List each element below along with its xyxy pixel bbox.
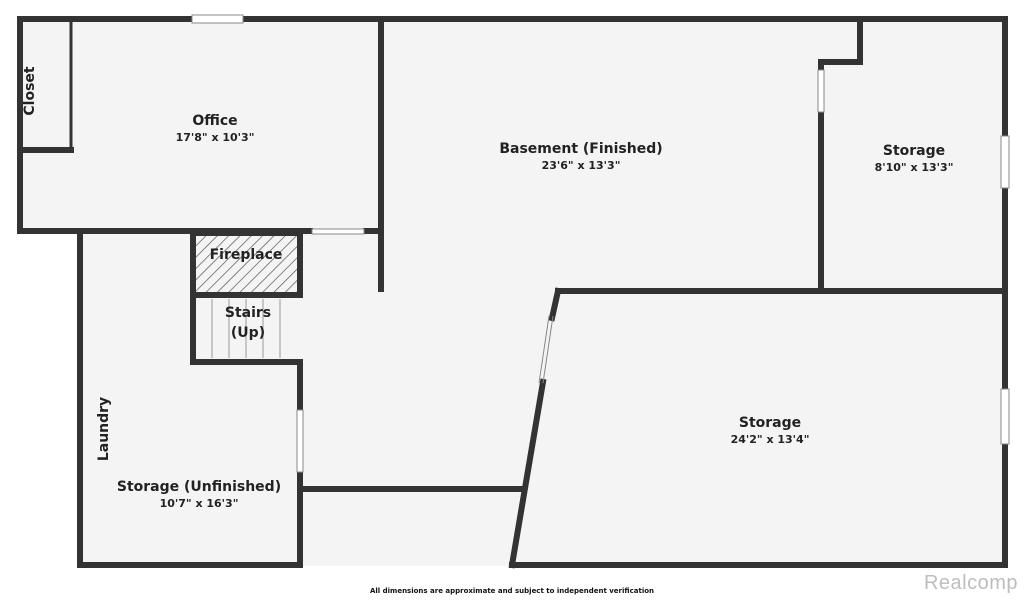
office-doorway <box>311 228 365 235</box>
room-label-fireplace: Fireplace <box>210 247 283 263</box>
realcomp-watermark: Realcomp <box>923 572 1018 594</box>
small-storage-right-window <box>1000 135 1010 189</box>
room-dims-storage-large: 24'2" x 13'4" <box>731 433 810 446</box>
room-dims-storage-small: 8'10" x 13'3" <box>875 161 954 174</box>
room-label-storage-unfinished: Storage (Unfinished) <box>117 479 281 495</box>
room-dims-storage-unfinished: 10'7" x 16'3" <box>160 497 239 510</box>
room-label-closet: Closet <box>22 66 38 116</box>
room-label-laundry: Laundry <box>96 397 112 461</box>
stair-treads <box>211 299 281 358</box>
office-top-window <box>191 14 244 24</box>
large-storage-right-window <box>1000 388 1010 445</box>
room-dims-office: 17'8" x 10'3" <box>176 131 255 144</box>
unfinished-storage-doorway <box>296 409 304 473</box>
room-label-basement: Basement (Finished) <box>499 141 662 157</box>
room-dims-basement: 23'6" x 13'3" <box>542 159 621 172</box>
large-storage-doorway-edge <box>538 315 550 384</box>
large-storage-doorway <box>542 315 554 384</box>
dimensions-disclaimer: All dimensions are approximate and subje… <box>369 587 655 595</box>
fireplace-hatch <box>196 236 297 294</box>
small-storage-doorway <box>817 69 825 113</box>
room-label-stairs-direction: (Up) <box>231 325 265 341</box>
room-label-storage-large: Storage <box>739 415 801 431</box>
room-label-stairs: Stairs <box>225 305 271 321</box>
windows <box>191 14 1010 473</box>
room-label-storage-small: Storage <box>883 143 945 159</box>
room-label-office: Office <box>192 113 237 129</box>
walls <box>17 16 1008 569</box>
